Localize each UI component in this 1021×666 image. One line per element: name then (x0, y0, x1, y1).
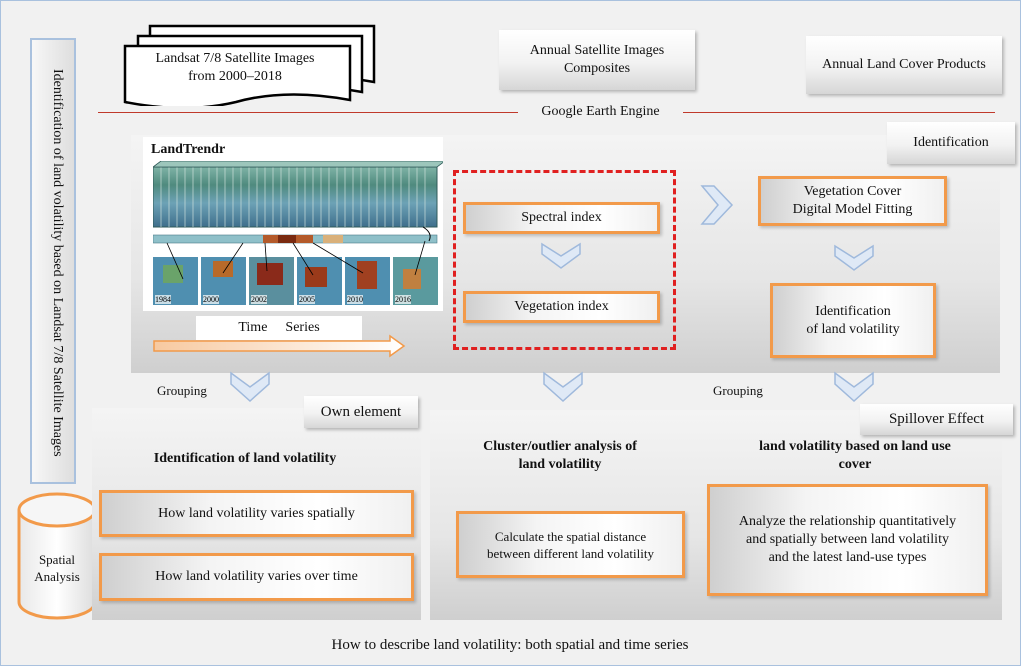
image-stack-graphic (153, 161, 443, 305)
year-2016: 2016 (395, 295, 411, 304)
year-2005: 2005 (299, 295, 315, 304)
spatial-distance-box: Calculate the spatial distance between d… (456, 511, 685, 578)
thumbnails (153, 240, 438, 305)
index-dashed-box (453, 170, 676, 350)
lu-line1: land volatility based on land use (759, 439, 951, 454)
grouping-left-label: Grouping (157, 383, 207, 398)
landtrendr-label: LandTrendr (151, 142, 226, 157)
analyze-line3: and the latest land-use types (768, 550, 927, 565)
ident-line2: of land volatility (806, 321, 900, 337)
footer-caption: How to describe land volatility: both sp… (331, 636, 689, 653)
calc-line2: between different land volatility (487, 545, 654, 561)
spillover-tag: Spillover Effect (860, 404, 1013, 435)
land-use-title: land volatility based on land use cover (720, 436, 990, 476)
chevron-right-icon (700, 185, 734, 225)
identification-tag: Identification (887, 122, 1015, 164)
relationship-box: Analyze the relationship quantitatively … (707, 484, 988, 596)
ident-line1: Identification (815, 303, 891, 319)
time-label: Time (238, 320, 268, 335)
series-label: Series (285, 320, 320, 335)
chevron-down-icon-1 (541, 242, 581, 269)
chevron-down-icon-5 (834, 371, 874, 403)
time-arrow (153, 334, 406, 358)
vegetation-index-box: Vegetation index (463, 291, 660, 323)
vcdm-line2: Digital Model Fitting (792, 202, 913, 217)
analysis-label: Analysis (34, 569, 80, 584)
landsat-stack-shape (123, 24, 376, 106)
landtrendr-image: LandTrendr (143, 137, 443, 311)
landsat-line2: from 2000–2018 (188, 69, 282, 84)
composites-line1: Annual Satellite Images (529, 43, 665, 58)
year-2010: 2010 (347, 295, 363, 304)
cluster-line2: land volatility (518, 457, 602, 472)
cylinder-shape (17, 492, 97, 620)
identification-volatility-box: Identification of land volatility (770, 283, 936, 358)
cluster-line1: Cluster/outlier analysis of (483, 439, 637, 454)
spatial-variation-box: How land volatility varies spatially (99, 490, 414, 537)
temporal-variation-box: How land volatility varies over time (99, 553, 414, 601)
side-title: Identification of land volatility based … (50, 69, 65, 457)
year-1984: 1984 (155, 295, 171, 304)
composites-line2: Composites (563, 61, 631, 76)
chevron-down-icon-2 (834, 244, 874, 271)
vegetation-cover-box: Vegetation Cover Digital Model Fitting (758, 176, 947, 226)
analyze-line2: and spatially between land volatility (746, 532, 949, 547)
land-cover-box: Annual Land Cover Products (806, 36, 1002, 94)
vcdm-line1: Vegetation Cover (803, 184, 902, 199)
spatial-label: Spatial (38, 552, 76, 567)
time-series-label: Time Series (196, 316, 362, 340)
lu-line2: cover (838, 457, 872, 472)
analyze-line1: Analyze the relationship quantitatively (738, 514, 957, 529)
stacked-frames (153, 161, 443, 228)
year-2000: 2000 (203, 295, 219, 304)
color-band (153, 226, 438, 244)
year-2002: 2002 (251, 295, 267, 304)
own-element-title: Identification of land volatility (153, 451, 337, 466)
land-cover-label: Annual Land Cover Products (822, 57, 986, 72)
landsat-label: Landsat 7/8 Satellite Images from 2000–2… (130, 48, 340, 88)
side-title-box: Identification of land volatility based … (30, 38, 76, 484)
gee-label: Google Earth Engine (541, 104, 660, 119)
composites-box: Annual Satellite Images Composites (499, 30, 695, 90)
spectral-index-box: Spectral index (463, 202, 660, 234)
calc-line1: Calculate the spatial distance (494, 528, 647, 544)
grouping-right-label: Grouping (713, 383, 763, 398)
cluster-title: Cluster/outlier analysis of land volatil… (450, 436, 670, 476)
spatial-analysis-label: Spatial Analysis (20, 548, 94, 588)
gee-line-left (98, 112, 518, 113)
own-element-tag: Own element (304, 396, 418, 428)
chevron-down-icon-3 (230, 371, 270, 403)
landsat-line1: Landsat 7/8 Satellite Images (155, 51, 315, 66)
gee-line-right (683, 112, 995, 113)
chevron-down-icon-4 (543, 371, 583, 403)
